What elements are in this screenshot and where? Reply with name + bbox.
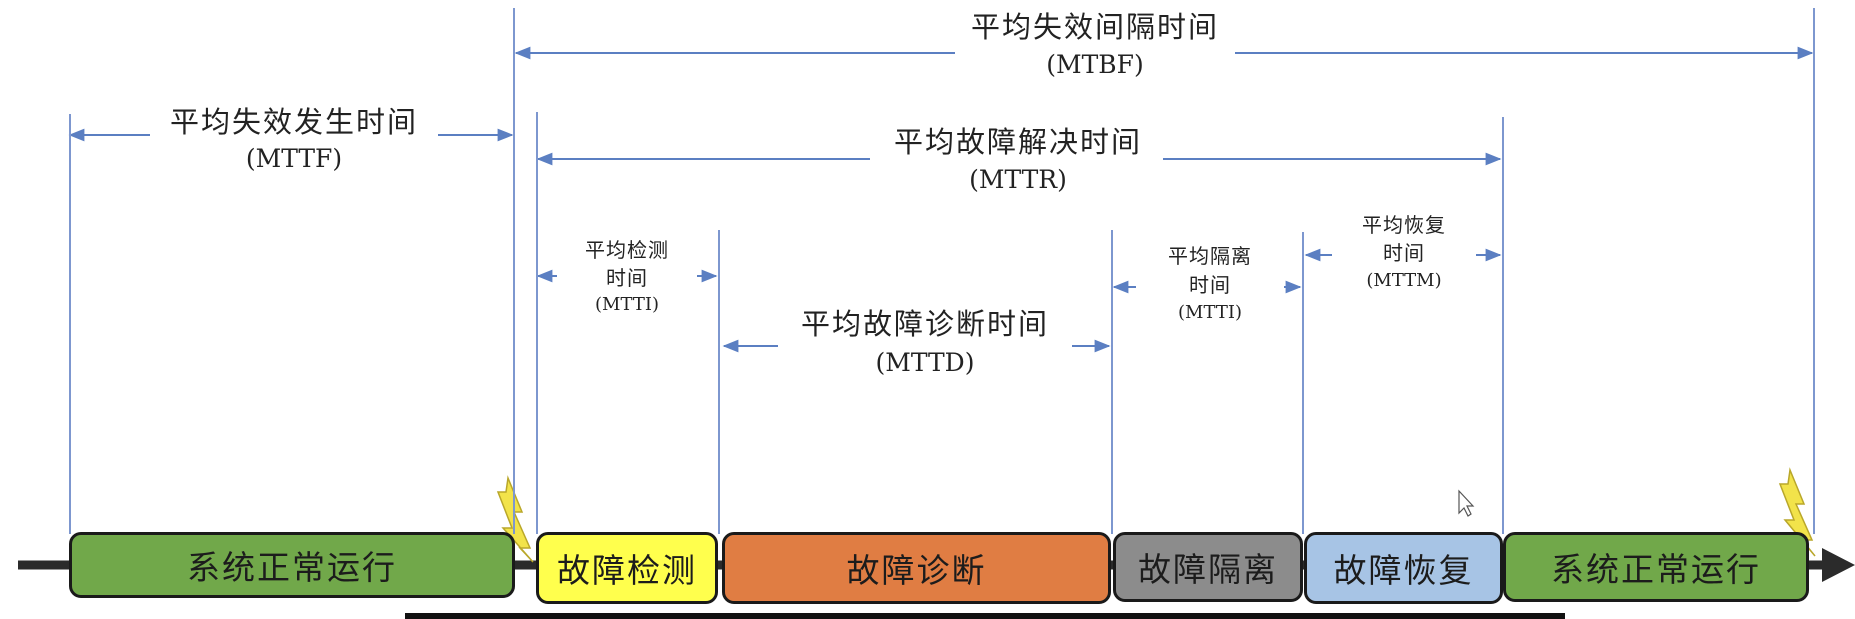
mttr-abbr: (MTTR) — [969, 165, 1067, 194]
guide-line — [1302, 232, 1304, 534]
mtti-isolate-label-1: 平均隔离 — [1168, 244, 1252, 268]
phase-normal-operation: 系统正常运行 — [69, 532, 515, 598]
mttm-abbr: (MTTM) — [1366, 270, 1442, 291]
mttm-label-2: 时间 — [1383, 241, 1425, 265]
guide-line — [1111, 230, 1113, 534]
guide-line — [718, 230, 720, 534]
mouse-cursor-icon — [1458, 489, 1475, 517]
failure-lightning-icon — [496, 475, 534, 563]
mttf-label: 平均失效发生时间 — [169, 105, 418, 139]
guide-line — [1813, 8, 1815, 534]
phase-normal-operation: 系统正常运行 — [1503, 532, 1809, 602]
mtti-isolate-label-2: 时间 — [1189, 273, 1231, 297]
mtti-detect-label-1: 平均检测 — [585, 238, 669, 262]
guide-line — [536, 112, 538, 534]
mtti-detect-label-2: 时间 — [606, 266, 648, 290]
failure-lightning-icon — [1778, 467, 1816, 557]
mtti-isolate-abbr: (MTTI) — [1178, 302, 1242, 323]
mtbf-label: 平均失效间隔时间 — [970, 10, 1219, 44]
mttr-label: 平均故障解决时间 — [893, 125, 1142, 159]
guide-line — [1502, 117, 1504, 534]
phase-fault-detection: 故障检测 — [536, 532, 718, 604]
guide-line — [69, 114, 71, 534]
mtbf-abbr: (MTBF) — [1046, 50, 1144, 79]
mttf-abbr: (MTTF) — [245, 144, 343, 173]
guide-line — [513, 8, 515, 534]
mtti-detect-abbr: (MTTI) — [595, 294, 659, 315]
phase-fault-isolation: 故障隔离 — [1113, 532, 1303, 602]
phase-fault-recovery: 故障恢复 — [1304, 532, 1503, 604]
mttd-abbr: (MTTD) — [875, 348, 975, 377]
phase-fault-diagnosis: 故障诊断 — [722, 532, 1111, 604]
mttd-label: 平均故障诊断时间 — [800, 307, 1049, 341]
mttm-label-1: 平均恢复 — [1362, 213, 1446, 237]
timeline-arrowhead-icon — [1822, 548, 1855, 582]
